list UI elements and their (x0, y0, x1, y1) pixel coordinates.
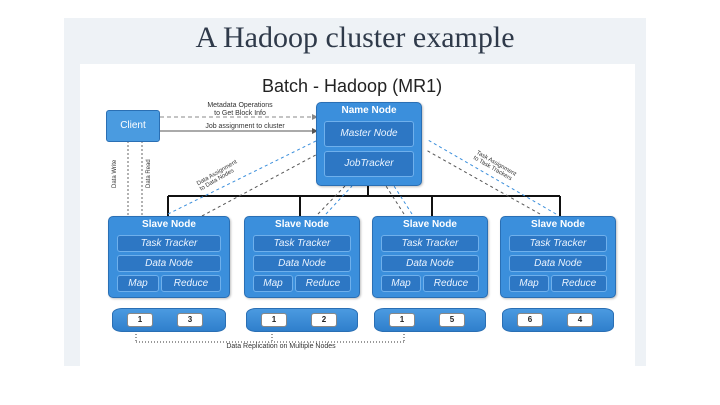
disk-2: 1 2 (246, 308, 358, 332)
slave-node-4: Slave Node Task Tracker Data Node Map Re… (500, 216, 616, 298)
data-block: 5 (439, 313, 465, 327)
task-tracker: Task Tracker (253, 235, 351, 252)
data-node: Data Node (117, 255, 221, 272)
slave-node-3: Slave Node Task Tracker Data Node Map Re… (372, 216, 488, 298)
metadata-label-line2: to Get Block Info (214, 110, 266, 117)
name-node: Name Node Master Node JobTracker (316, 102, 422, 186)
slave-node-2: Slave Node Task Tracker Data Node Map Re… (244, 216, 360, 298)
job-assignment-label: Job assignment to cluster (205, 123, 285, 130)
data-write-label: Data Write (112, 159, 118, 188)
data-block: 1 (127, 313, 153, 327)
data-block: 2 (311, 313, 337, 327)
slave-node-title: Slave Node (403, 219, 457, 230)
disk-3: 1 5 (374, 308, 486, 332)
reduce: Reduce (161, 275, 221, 292)
reduce: Reduce (551, 275, 607, 292)
map: Map (509, 275, 549, 292)
disk-1: 1 3 (112, 308, 226, 332)
data-node: Data Node (253, 255, 351, 272)
data-block: 1 (261, 313, 287, 327)
reduce: Reduce (423, 275, 479, 292)
map: Map (117, 275, 159, 292)
data-block: 4 (567, 313, 593, 327)
slave-node-title: Slave Node (142, 219, 196, 230)
diagram-title: Batch - Hadoop (MR1) (262, 76, 443, 96)
replication-label: Data Replication on Multiple Nodes (226, 343, 336, 350)
task-tracker: Task Tracker (381, 235, 479, 252)
data-block: 1 (389, 313, 415, 327)
task-tracker: Task Tracker (117, 235, 221, 252)
data-node: Data Node (509, 255, 607, 272)
client-box: Client (106, 110, 160, 142)
data-block: 3 (177, 313, 203, 327)
slave-node-title: Slave Node (531, 219, 585, 230)
reduce: Reduce (295, 275, 351, 292)
data-node: Data Node (381, 255, 479, 272)
task-tracker: Task Tracker (509, 235, 607, 252)
map: Map (253, 275, 293, 292)
name-node-title: Name Node (341, 105, 397, 116)
data-block: 6 (517, 313, 543, 327)
metadata-label-line1: Metadata Operations (207, 102, 273, 109)
slide-title: A Hadoop cluster example (195, 21, 515, 54)
slave-node-title: Slave Node (275, 219, 329, 230)
map: Map (381, 275, 421, 292)
jobtracker: JobTracker (324, 151, 414, 177)
disk-4: 6 4 (502, 308, 614, 332)
data-read-label: Data Read (146, 159, 152, 188)
master-node: Master Node (324, 121, 414, 147)
slave-node-1: Slave Node Task Tracker Data Node Map Re… (108, 216, 230, 298)
metadata-operations-label: Metadata Operations to Get Block Info (198, 102, 282, 118)
